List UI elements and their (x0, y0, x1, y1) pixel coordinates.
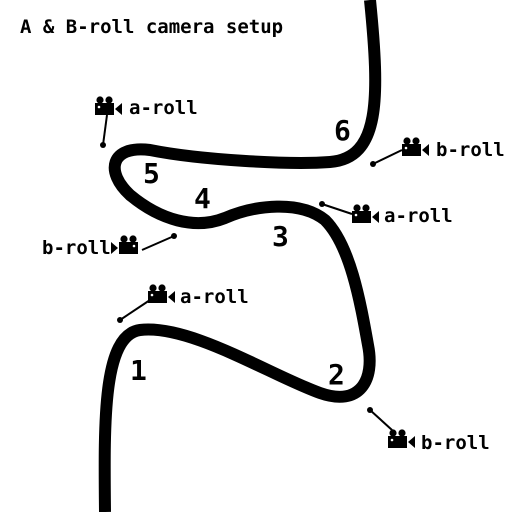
camera-pointer-dot (117, 317, 123, 323)
movie-camera-icon (352, 204, 379, 223)
camera-b-roll-2: b-roll (42, 233, 177, 259)
position-number-3: 3 (272, 220, 289, 253)
camera-pointer-line (102, 114, 108, 146)
movie-camera-icon (111, 235, 138, 254)
camera-label: b-roll (436, 139, 505, 161)
camera-label: a-roll (180, 286, 249, 308)
position-number-5: 5 (143, 157, 160, 190)
camera-label: a-roll (384, 205, 453, 227)
camera-label: b-roll (421, 432, 490, 454)
camera-label: b-roll (42, 237, 111, 259)
position-number-4: 4 (194, 182, 211, 215)
camera-b-roll-3: b-roll (367, 407, 490, 454)
camera-pointer-line (369, 409, 393, 431)
movie-camera-icon (148, 284, 175, 303)
camera-pointer-dot (171, 233, 177, 239)
movie-camera-icon (95, 96, 122, 115)
camera-label: a-roll (129, 97, 198, 119)
movie-camera-icon (388, 429, 415, 448)
camera-pointer-line (372, 149, 403, 165)
camera-pointer-dot (319, 201, 325, 207)
camera-pointer-dot (100, 142, 106, 148)
camera-b-roll-1: b-roll (370, 137, 505, 167)
position-number-2: 2 (328, 358, 345, 391)
position-number-1: 1 (130, 354, 147, 387)
camera-pointer-dot (370, 161, 376, 167)
camera-pointer-dot (367, 407, 373, 413)
camera-pointer-line (321, 203, 353, 215)
camera-pointer-line (141, 235, 175, 251)
track-path (98, 0, 382, 512)
camera-a-roll-1: a-roll (95, 96, 198, 148)
movie-camera-icon (402, 137, 429, 156)
position-number-6: 6 (334, 114, 351, 147)
diagram-title: A & B-roll camera setup (20, 16, 283, 38)
camera-a-roll-2: a-roll (319, 201, 453, 227)
camera-a-roll-3: a-roll (117, 284, 249, 323)
camera-pointer-line (119, 299, 151, 321)
